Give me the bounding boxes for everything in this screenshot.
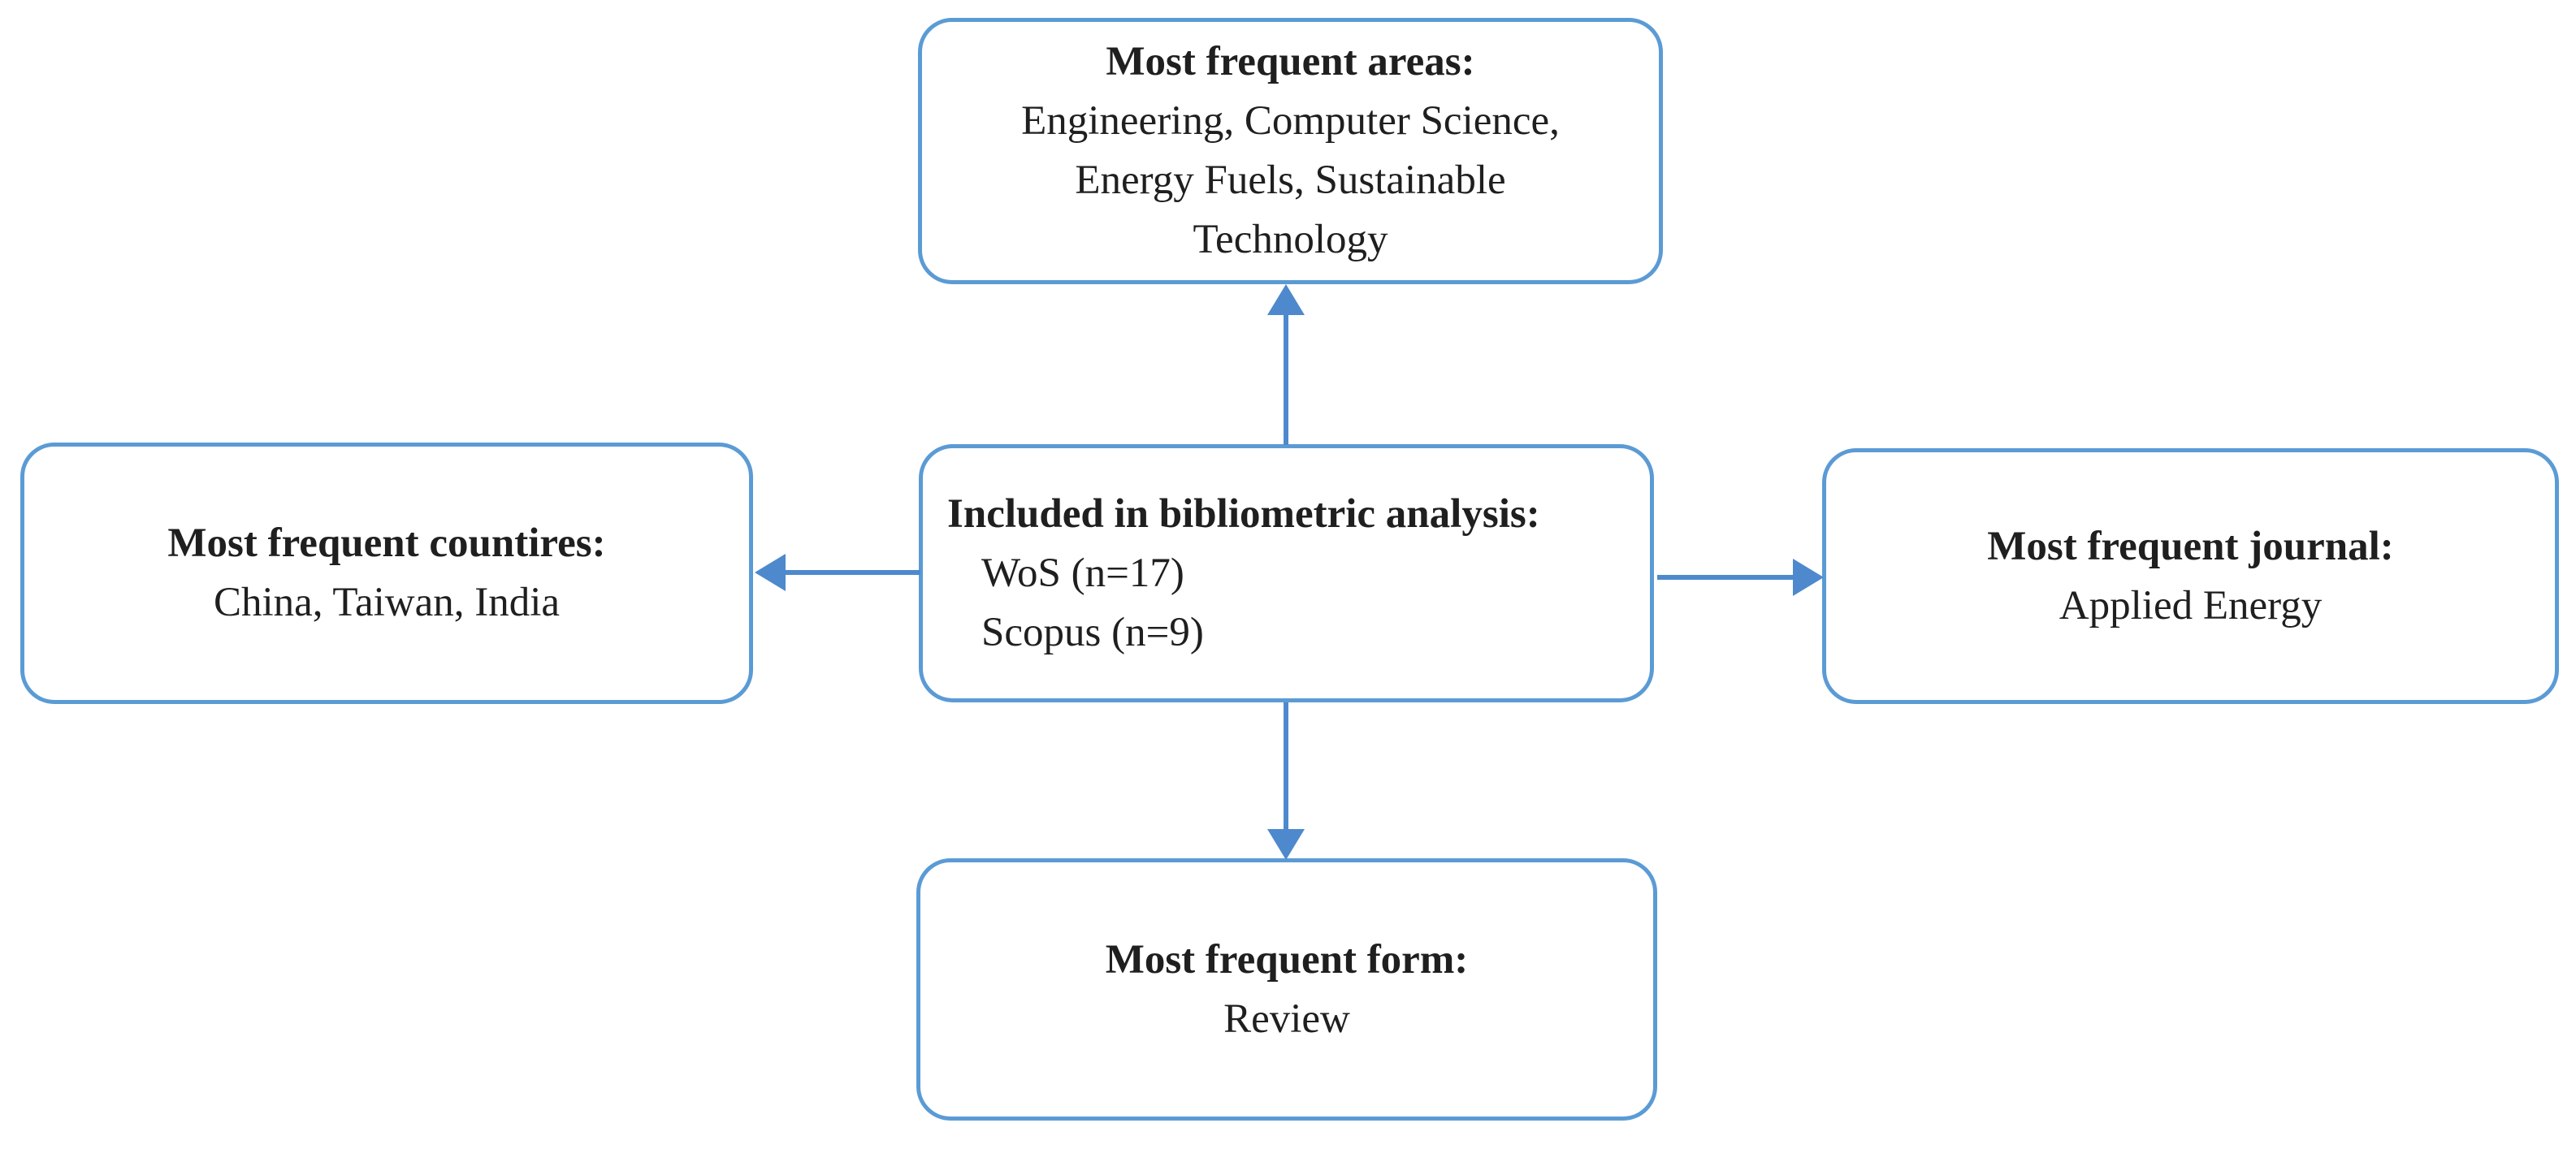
arrow-left-line: [782, 570, 920, 575]
arrow-up-head-icon: [1267, 284, 1305, 315]
box-title: Most frequent countires:: [167, 521, 606, 566]
box-line: Applied Energy: [2059, 582, 2323, 628]
box-title: Most frequent form:: [1105, 936, 1469, 983]
box-most-frequent-form: Most frequent form: Review: [916, 858, 1657, 1121]
box-included-in-analysis: Included in bibliometric analysis: WoS (…: [919, 444, 1654, 702]
arrow-right-head-icon: [1793, 559, 1824, 596]
arrow-up-line: [1284, 312, 1288, 445]
arrow-right-line: [1657, 575, 1795, 580]
box-line: Engineering, Computer Science,: [1021, 98, 1560, 144]
box-line: WoS (n=17): [981, 550, 1184, 596]
arrow-down-head-icon: [1267, 829, 1305, 860]
box-title: Most frequent journal:: [1987, 523, 2394, 569]
box-most-frequent-areas: Most frequent areas: Engineering, Comput…: [918, 18, 1663, 284]
arrow-left-head-icon: [755, 554, 786, 591]
box-most-frequent-countries: Most frequent countires: China, Taiwan, …: [20, 443, 753, 704]
box-title: Included in bibliometric analysis:: [947, 490, 1540, 537]
box-line: Technology: [1193, 217, 1388, 262]
box-title: Most frequent areas:: [1106, 39, 1475, 84]
arrow-down-line: [1284, 702, 1288, 831]
box-line: China, Taiwan, India: [213, 580, 561, 625]
box-line: Review: [1223, 996, 1350, 1042]
box-line: Scopus (n=9): [981, 609, 1204, 655]
box-line: Energy Fuels, Sustainable: [1075, 158, 1506, 203]
box-most-frequent-journal: Most frequent journal: Applied Energy: [1822, 448, 2559, 704]
